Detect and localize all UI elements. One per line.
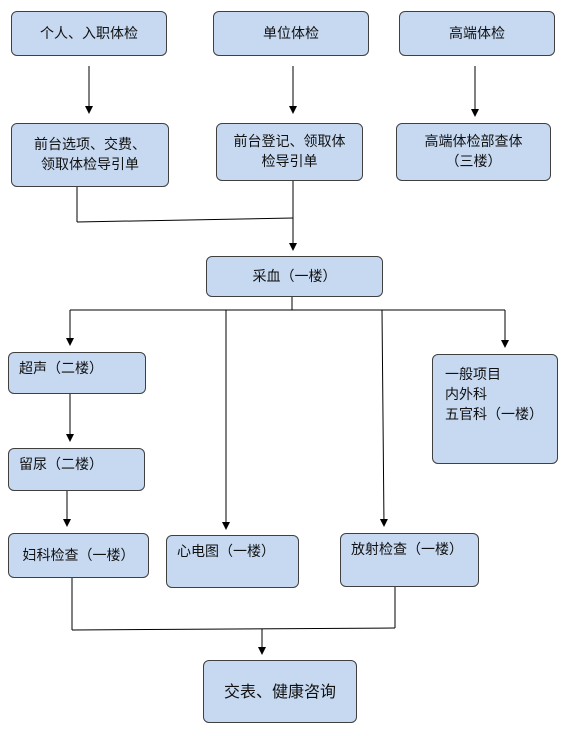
blood-draw-box: 采血（一楼） [206,256,383,297]
line-final-merge [71,627,396,631]
radiology-box: 放射检查（一楼） [340,533,479,587]
front-desk-personal-box: 前台选项、交费、 领取体检导引单 [11,123,169,187]
report-consultation-box: 交表、健康咨询 [203,660,357,723]
urine-sample-box: 留尿（二楼） [8,448,145,491]
premium-checkup-box: 高端体检 [399,11,555,56]
unit-checkup-box: 单位体检 [213,11,369,56]
gynecology-box: 妇科检查（一楼） [8,533,149,578]
personal-checkup-box: 个人、入职体检 [11,11,167,56]
line-merge-horizontal [76,217,294,223]
premium-department-box: 高端体检部查体 （三楼） [396,123,551,181]
ultrasound-box: 超声（二楼） [8,352,146,394]
general-items-box: 一般项目 内外科 五官科（一楼） [432,354,558,464]
ecg-box: 心电图（一楼） [166,535,299,588]
front-desk-unit-box: 前台登记、领取体 检导引单 [216,123,363,181]
arrow-to-radiology [379,309,388,527]
